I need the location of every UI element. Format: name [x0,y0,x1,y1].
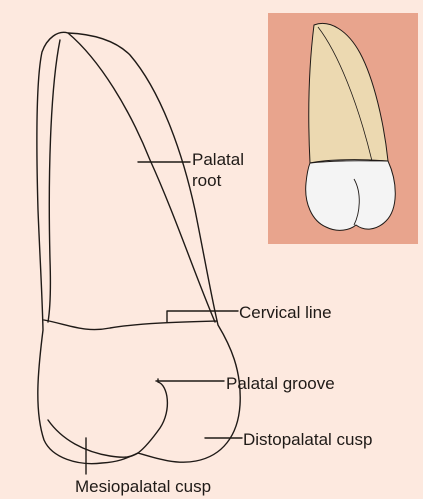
mesiopalatal-ridge [48,420,138,457]
label-cervical-line: Cervical line [239,302,332,323]
root-left-ridge [48,40,60,322]
label-palatal-root: Palatal root [192,149,244,191]
label-palatal-root-line1: Palatal [192,150,244,169]
palatal-groove [138,382,167,453]
inset-tooth-illustration [268,13,418,244]
cervical-line [44,320,217,330]
label-distopalatal-cusp: Distopalatal cusp [243,429,372,450]
tooth-outline [37,32,240,463]
inset-crown [306,160,396,231]
label-palatal-groove: Palatal groove [226,373,335,394]
leader-groove [156,379,224,382]
leader-cervical [167,311,238,322]
label-palatal-root-line2: root [192,170,244,191]
label-mesiopalatal-cusp: Mesiopalatal cusp [75,476,211,497]
